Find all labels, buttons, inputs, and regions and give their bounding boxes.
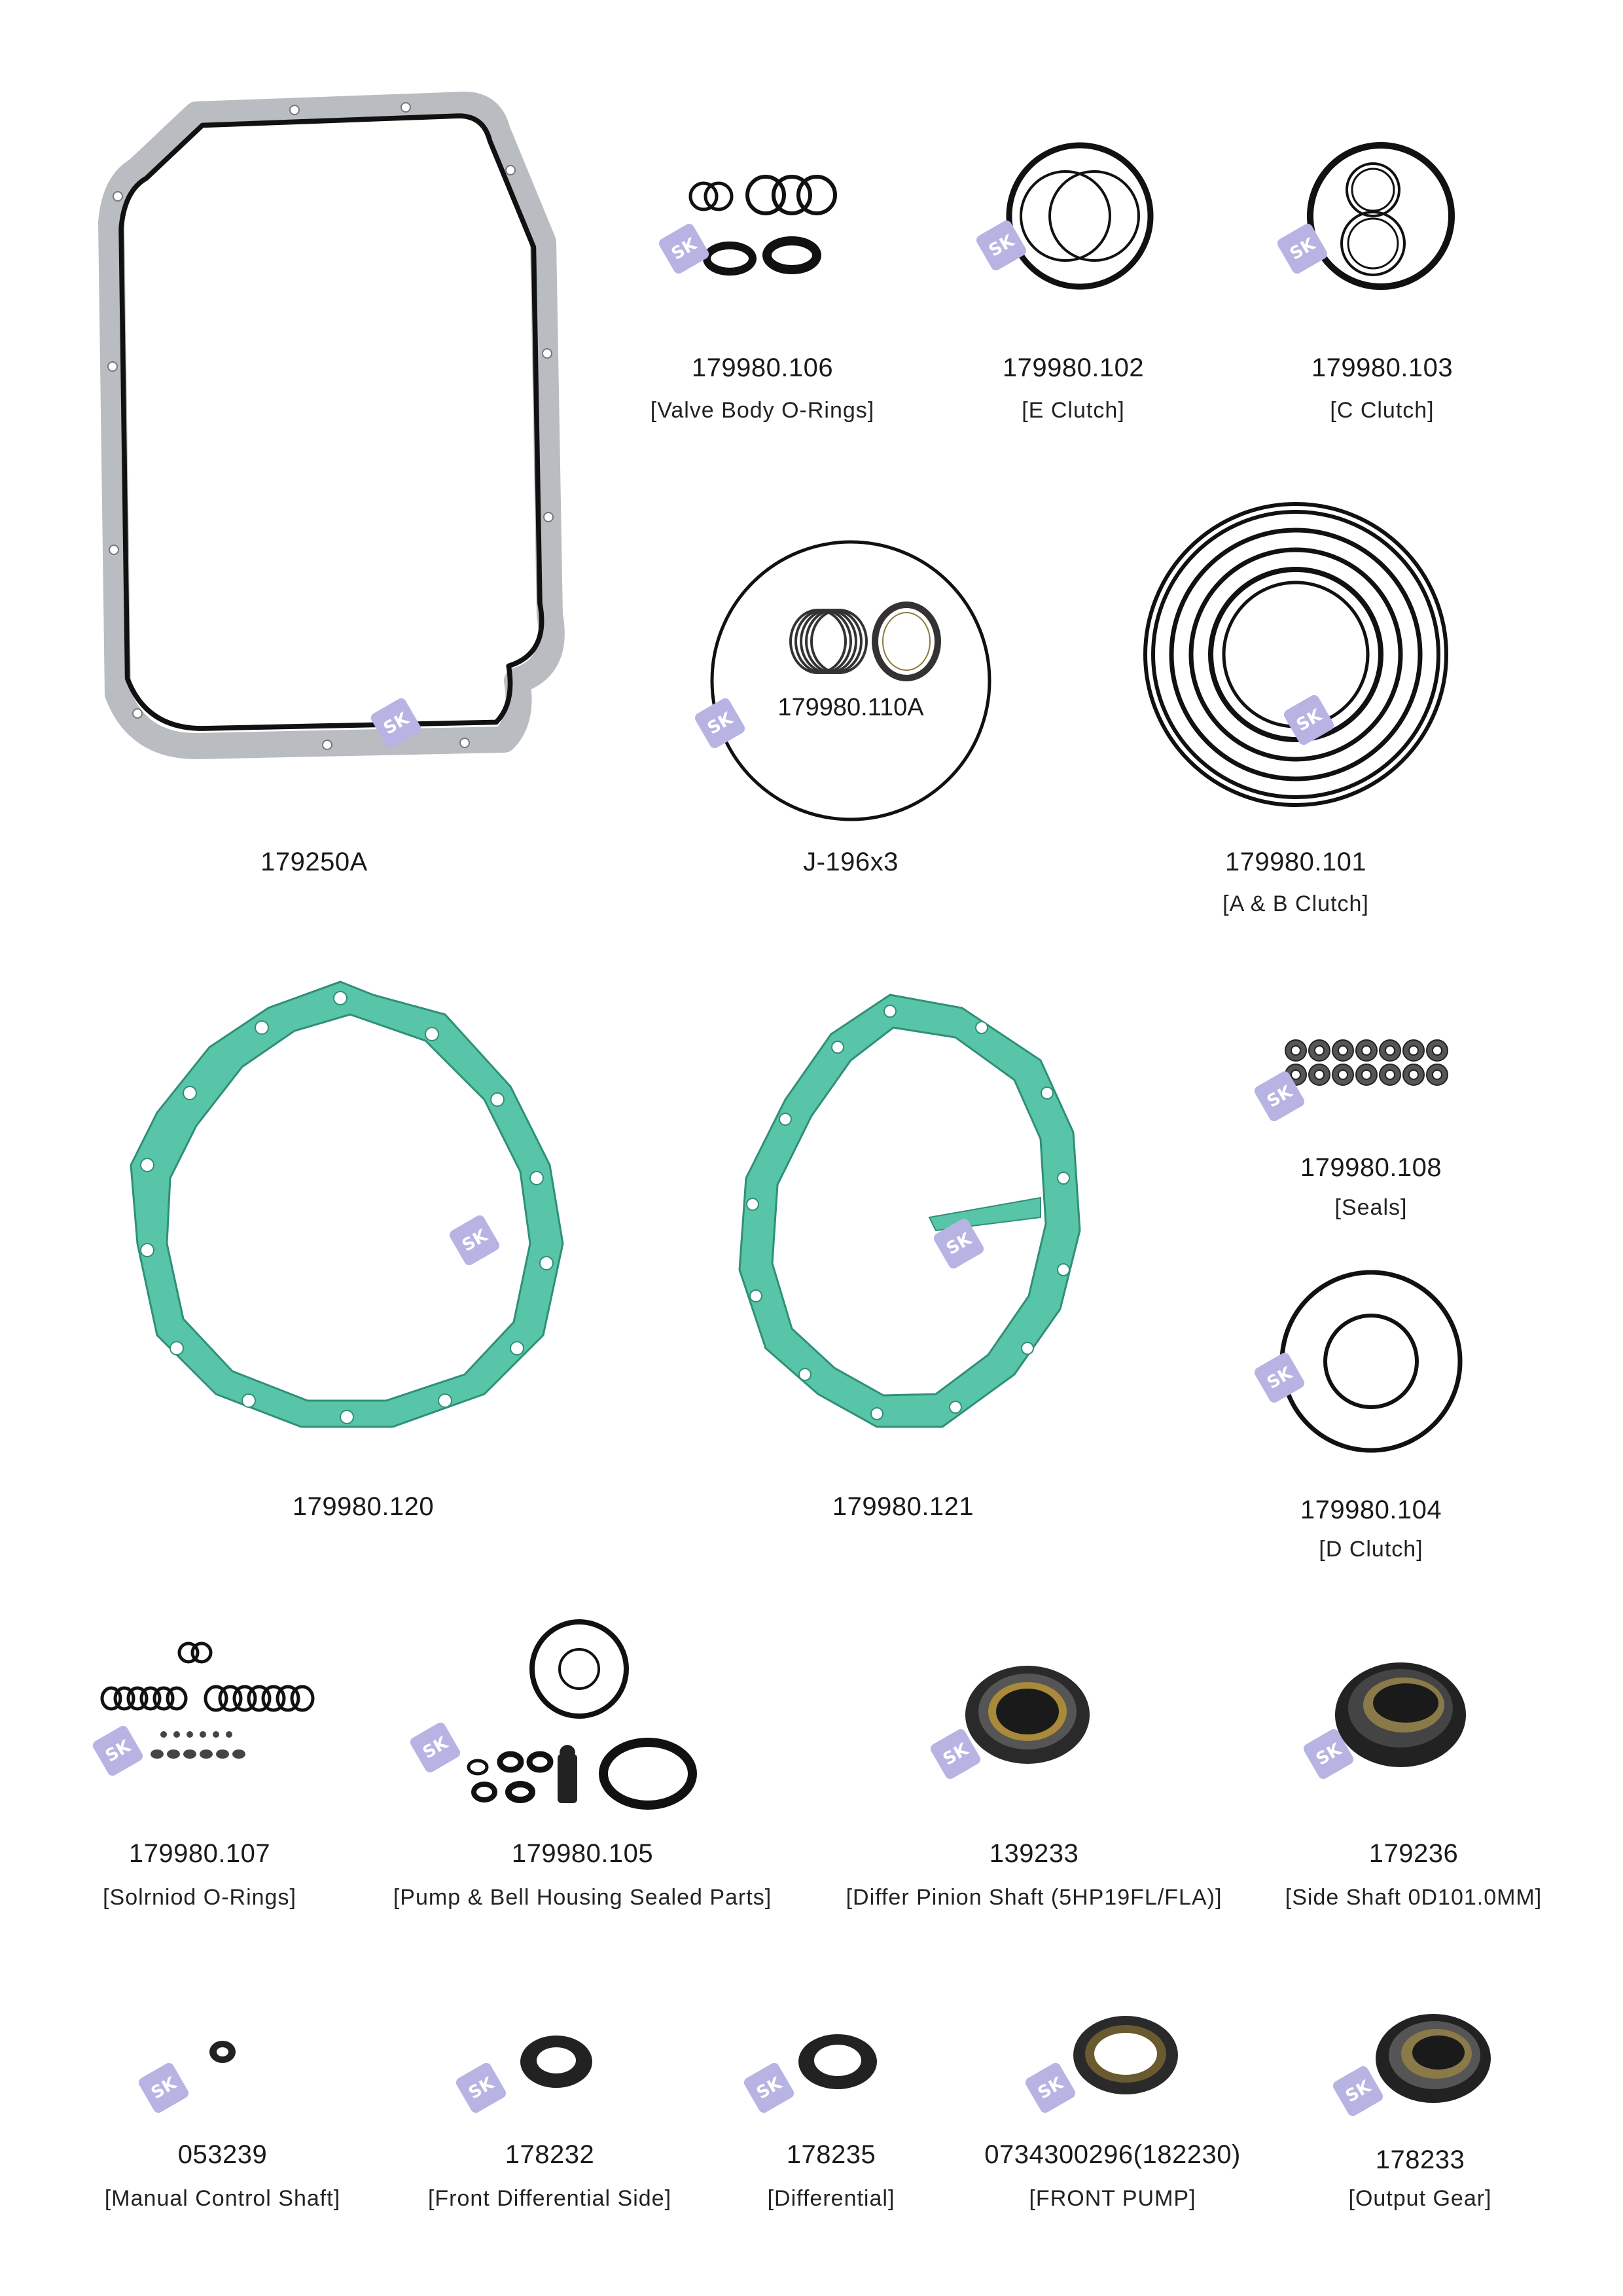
- o-ring-set-icon: [657, 175, 837, 276]
- oil-seal-icon: [1024, 2016, 1178, 2115]
- bell-housing-gasket-icon: [130, 980, 564, 1428]
- pan-gasket-icon: [98, 92, 565, 759]
- part-code: 179980.108: [1300, 1153, 1442, 1182]
- part-code: J-196x3: [803, 848, 899, 876]
- part-desc: [C Clutch]: [1330, 398, 1435, 423]
- o-ring-set-icon: [91, 1641, 315, 1778]
- part-code: 178232: [505, 2140, 595, 2169]
- case-gasket-icon: [738, 994, 1081, 1428]
- part-code: 053239: [177, 2140, 268, 2169]
- part-053239: [124, 2003, 294, 2121]
- part-desc: [Differential]: [767, 2186, 895, 2211]
- part-179980-104: [1243, 1270, 1479, 1466]
- oil-seal-icon: [1331, 2014, 1491, 2118]
- part-179980-102: [969, 131, 1165, 301]
- part-desc: [Valve Body O-Rings]: [650, 398, 875, 423]
- part-code: 179980.120: [292, 1492, 435, 1521]
- seal-set-icon: [1253, 1039, 1448, 1123]
- part-desc: [Pump & Bell Housing Sealed Parts]: [393, 1885, 772, 1910]
- oil-seal-icon: [742, 2034, 877, 2115]
- part-code: 179236: [1368, 1839, 1459, 1868]
- part-desc: [Output Gear]: [1348, 2186, 1492, 2211]
- part-code: 179980.104: [1300, 1496, 1442, 1524]
- part-code: 178233: [1375, 2145, 1465, 2174]
- part-179980-103: [1275, 131, 1472, 301]
- part-desc: [Manual Control Shaft]: [104, 2186, 341, 2211]
- part-code: 179980.102: [1002, 353, 1145, 382]
- part-code: 179980.106: [691, 353, 834, 382]
- part-code: 179980.121: [832, 1492, 974, 1521]
- part-code: 179250A: [260, 848, 368, 876]
- part-179980-101: [1139, 497, 1453, 812]
- part-desc: [FRONT PUMP]: [1029, 2186, 1196, 2211]
- part-J-196x3: 179980.110A: [693, 537, 995, 825]
- part-179980-106: [654, 157, 851, 288]
- part-179980-120: [118, 969, 589, 1440]
- oil-seal-icon: [454, 2036, 592, 2115]
- part-179980-105: [406, 1617, 720, 1813]
- part-code: 179980.103: [1311, 353, 1454, 382]
- part-desc: [D Clutch]: [1319, 1537, 1423, 1562]
- part-code: 178235: [786, 2140, 876, 2169]
- part-code: 0734300296(182230): [984, 2140, 1241, 2169]
- part-code: 179980.105: [511, 1839, 654, 1868]
- part-179980-107: [91, 1630, 327, 1787]
- part-0734300296: [1014, 1996, 1211, 2121]
- part-desc: [Seals]: [1334, 1195, 1408, 1220]
- part-179250A: [98, 92, 565, 772]
- clutch-ring-icon: [1275, 142, 1455, 290]
- part-desc: [Solrniod O-Rings]: [103, 1885, 296, 1910]
- inner-part-code: 179980.110A: [777, 694, 924, 721]
- part-desc: [Front Differential Side]: [427, 2186, 672, 2211]
- part-178233: [1322, 1996, 1518, 2127]
- part-desc: [Side Shaft 0D101.0MM]: [1285, 1885, 1543, 1910]
- sealing-ring-set-icon: [693, 540, 991, 821]
- part-178232: [445, 2003, 615, 2121]
- clutch-ring-icon: [974, 142, 1154, 290]
- part-code: 179980.101: [1224, 848, 1367, 876]
- part-179236: [1289, 1643, 1499, 1800]
- part-code: 179980.107: [128, 1839, 271, 1868]
- part-code: 139233: [989, 1839, 1079, 1868]
- oil-seal-icon: [1302, 1662, 1466, 1781]
- part-desc: [E Clutch]: [1022, 398, 1125, 423]
- pump-seal-kit-icon: [408, 1619, 697, 1810]
- part-139233: [916, 1643, 1126, 1800]
- concentric-rings-icon: [1143, 502, 1448, 807]
- part-desc: [Differ Pinion Shaft (5HP19FL/FLA)]: [846, 1885, 1222, 1910]
- part-178235: [733, 2003, 903, 2121]
- clutch-ring-icon: [1253, 1270, 1463, 1453]
- oil-seal-icon: [929, 1666, 1090, 1781]
- part-179980-121: [726, 982, 1093, 1440]
- oil-seal-icon: [137, 2041, 236, 2115]
- part-desc: [A & B Clutch]: [1222, 891, 1369, 916]
- part-179980-108: [1243, 1014, 1479, 1145]
